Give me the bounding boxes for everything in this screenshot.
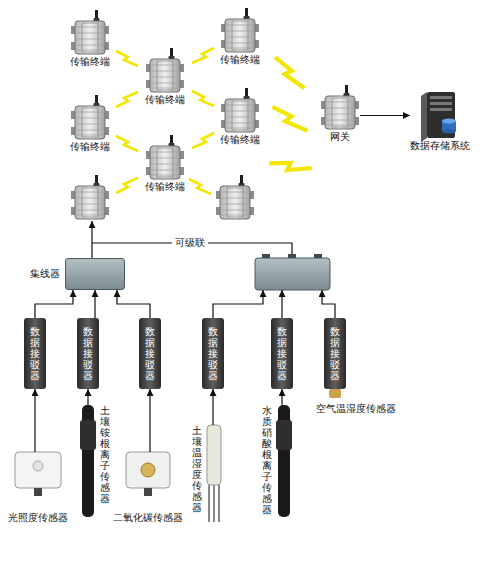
node-label: 传输终端 [70,56,110,68]
hub-port [262,254,270,258]
connector-arrow [117,290,150,318]
node-label: 水质硝酸根离子传感器 [262,405,272,515]
probe-icon [276,405,292,517]
icon-space [70,10,110,56]
sensor-tip [329,389,341,398]
wireless-bolt [270,57,309,88]
wireless-bolt [189,179,211,194]
icon-space [206,425,222,525]
terminal-node: 传输终端 [145,48,185,106]
hub-box: 集线器 [65,258,125,290]
node-label: 数据接驳器 [208,326,218,381]
icon-space [220,8,260,54]
gateway-node: 网关 [320,85,360,143]
node-label: 传输终端 [220,54,260,66]
icon-space [145,48,185,94]
hub-port [288,254,296,258]
terminal-icon [221,8,259,52]
collector-wire [322,290,335,318]
terminal-icon [71,175,109,219]
collector-box: 数据接驳器 [24,318,46,389]
probe-node: 土壤温湿度传感器 [192,425,222,525]
wireless-bolt [192,48,214,63]
collector-box: 数据接驳器 [202,318,224,389]
node-label: 数据接驳器 [30,326,40,381]
co2-sensor-icon [126,452,170,496]
wireless-bolt [116,136,138,151]
connector-arrow [35,290,73,318]
connector-arrow [34,389,35,452]
gateway-icon [321,85,359,129]
terminal-node: 传输终端 [220,8,260,66]
wireless-bolt [192,133,214,148]
icon-space [15,452,61,512]
icon-space [145,135,185,181]
wireless-bolt [116,92,138,107]
node-label: 传输终端 [220,134,260,146]
wireless-bolt [272,107,307,131]
terminal-node: 传输终端 [70,10,110,68]
probe-node: 水质硝酸根离子传感器 [262,405,292,517]
icon-space [220,88,260,134]
icon-space [422,88,458,140]
node-label: 数据接驳器 [145,326,155,381]
collector-box: 数据接驳器 [139,318,161,389]
connector-arrow [94,290,95,318]
node-label: 传输终端 [70,141,110,153]
collector-box: 数据接驳器 [271,318,293,389]
node-label: 数据存储系统 [410,140,470,152]
terminal-icon [221,88,259,132]
node-label: 光照度传感器 [8,512,68,524]
connector-arrow [149,389,150,452]
terminal-icon [71,10,109,54]
collector-box: 数据接驳器 [77,318,99,389]
icon-space [276,405,292,517]
node-label: 数据接驳器 [330,326,340,381]
probe-icon [80,405,96,517]
node-label: 传输终端 [145,94,185,106]
light-sensor-icon [15,452,61,496]
connector-arrow [87,389,88,405]
icon-space [70,95,110,141]
server-icon [421,92,456,142]
sensor-node: 光照度传感器 [8,452,68,524]
node-label: 土壤温湿度传感器 [192,425,202,513]
uplink-wire [91,221,92,258]
storage-node: 数据存储系统 [410,88,470,152]
terminal-node: 传输终端 [220,88,260,146]
collector-wire [213,290,263,318]
node-label: 二氧化碳传感器 [113,512,183,524]
wireless-bolt [269,147,311,185]
node-label: 集线器 [30,268,60,280]
sensor-node: 二氧化碳传感器 [113,452,183,524]
connector-arrow [281,389,282,405]
wire-label: 可级联 [172,237,208,249]
node-label: 空气温湿度传感器 [316,403,396,415]
icon-space [320,85,360,131]
probe-icon [207,425,221,522]
terminal-icon [146,135,184,179]
hub-box [255,258,330,290]
node-label: 数据接驳器 [277,326,287,381]
node-label: 土壤铵根离子传感器 [100,405,110,504]
collector-box: 数据接驳器空气温湿度传感器 [324,318,346,389]
terminal-node: 传输终端 [145,135,185,193]
collector-wire [281,290,282,318]
terminal-node: 传输终端 [70,95,110,153]
hub-port [314,254,322,258]
connector-arrow [212,389,213,425]
connector-arrow [360,115,410,116]
terminal-icon [146,48,184,92]
terminal-icon [216,175,254,219]
terminal-icon [71,95,109,139]
icon-space [80,405,96,517]
icon-space [126,452,170,512]
wireless-bolt [116,178,138,193]
node-label: 传输终端 [145,181,185,193]
node-label: 网关 [330,131,350,143]
wireless-bolt [116,51,138,66]
node-label: 数据接驳器 [83,326,93,381]
wireless-bolt [192,91,214,106]
probe-node: 土壤铵根离子传感器 [80,405,110,517]
